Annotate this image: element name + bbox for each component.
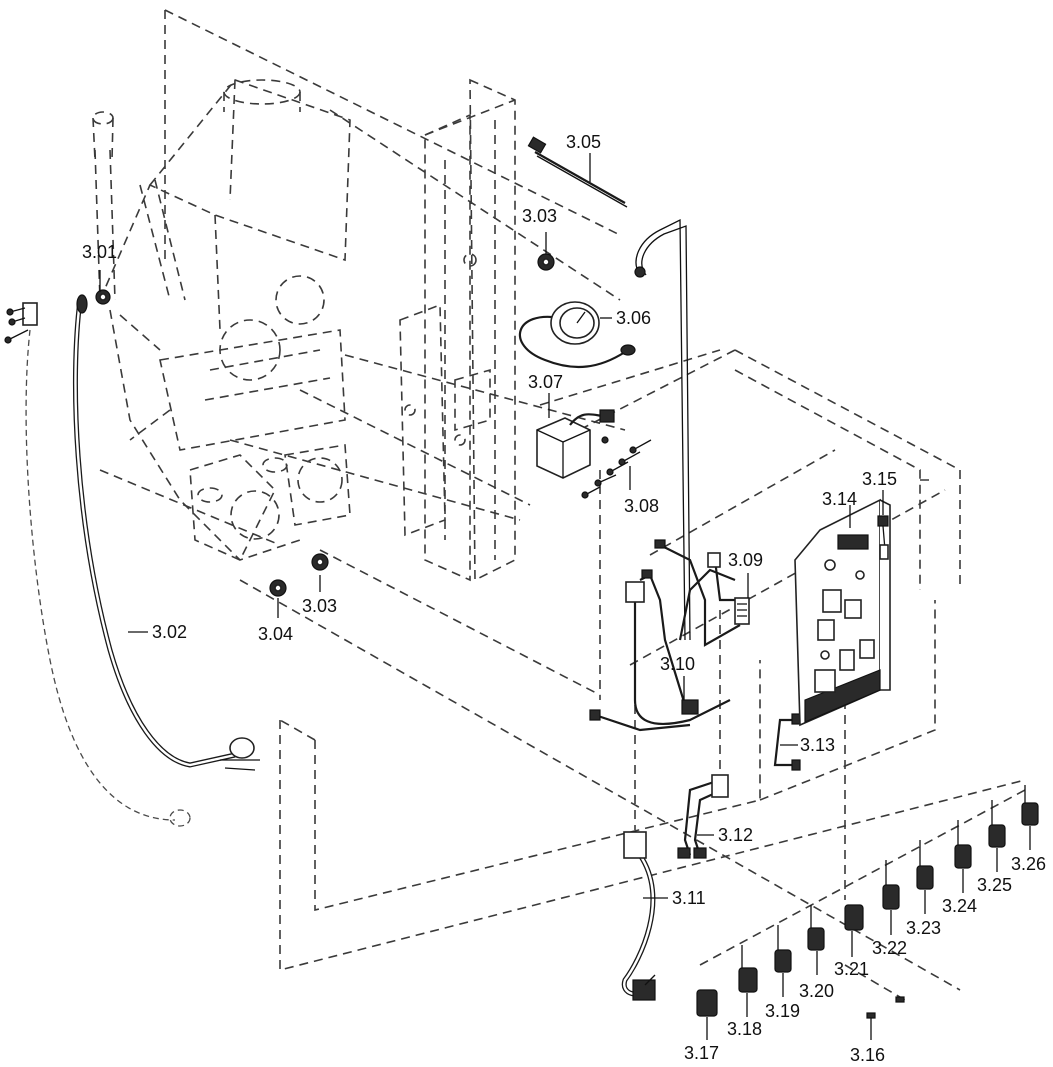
label-3-26: 3.26 (1011, 854, 1046, 874)
part-3-07-transformer (536, 409, 615, 479)
label-3-02: 3.02 (152, 622, 187, 642)
connector-plugs (696, 785, 1039, 1017)
part-3-11-harness (621, 831, 656, 1001)
part-3-06-pressure-gauge (518, 301, 636, 369)
label-3-21: 3.21 (834, 959, 869, 979)
part-3-12-harness (677, 774, 729, 859)
capillary-tube (634, 218, 691, 641)
label-3-12: 3.12 (718, 825, 753, 845)
part-3-14-pcb (794, 498, 891, 727)
label-3-19: 3.19 (765, 1001, 800, 1021)
label-3-18: 3.18 (727, 1019, 762, 1039)
label-3-11: 3.11 (672, 888, 706, 908)
part-3-15-component (877, 515, 889, 560)
part-3-09-harness (654, 539, 750, 647)
label-3-06: 3.06 (616, 308, 651, 328)
part-labels: 3.01 3.02 3.03 3.03 3.04 3.05 3.06 3.07 … (82, 132, 1046, 1065)
label-3-17: 3.17 (684, 1043, 719, 1063)
label-3-13: 3.13 (800, 735, 835, 755)
label-3-04: 3.04 (258, 624, 293, 644)
rear-panel-outline (399, 78, 516, 582)
part-3-01-clip (4, 289, 111, 344)
part-3-02-cable (25, 294, 260, 827)
part-3-16-pins (866, 996, 905, 1040)
part-3-13-link-cable (773, 713, 801, 771)
boiler-body-outline (92, 79, 351, 562)
label-3-01: 3.01 (82, 242, 117, 262)
leader-lines (99, 153, 1031, 1040)
grommets (269, 253, 555, 597)
label-3-16: 3.16 (850, 1045, 885, 1065)
label-3-15: 3.15 (862, 469, 897, 489)
part-3-05-probe (527, 136, 628, 208)
label-3-05: 3.05 (566, 132, 601, 152)
label-3-24: 3.24 (942, 896, 977, 916)
label-3-23: 3.23 (906, 918, 941, 938)
part-3-10-harness (589, 569, 731, 732)
label-3-08: 3.08 (624, 496, 659, 516)
label-3-10: 3.10 (660, 654, 695, 674)
part-3-08-screws (581, 439, 652, 499)
label-3-14: 3.14 (822, 489, 857, 509)
label-3-22: 3.22 (872, 938, 907, 958)
label-3-03-top: 3.03 (522, 206, 557, 226)
label-3-07: 3.07 (528, 372, 563, 392)
label-3-03-bottom: 3.03 (302, 596, 337, 616)
label-3-25: 3.25 (977, 875, 1012, 895)
label-3-20: 3.20 (799, 981, 834, 1001)
label-3-09: 3.09 (728, 550, 763, 570)
